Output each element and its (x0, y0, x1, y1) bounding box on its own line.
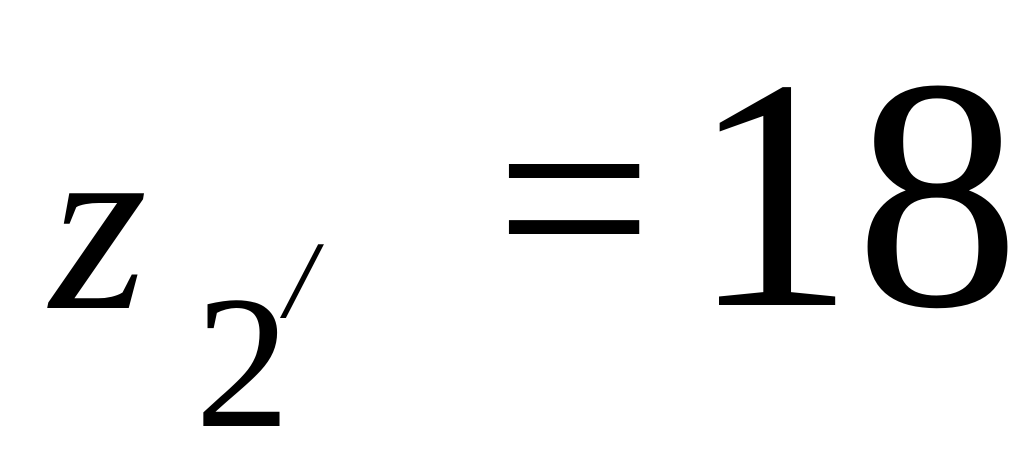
equation-prime-mark: / (285, 219, 316, 341)
equation-value: 18 (690, 12, 1020, 377)
equals-sign: = (495, 42, 653, 353)
equation-subscript: 2 (195, 258, 290, 468)
equation-variable: z (50, 86, 148, 363)
